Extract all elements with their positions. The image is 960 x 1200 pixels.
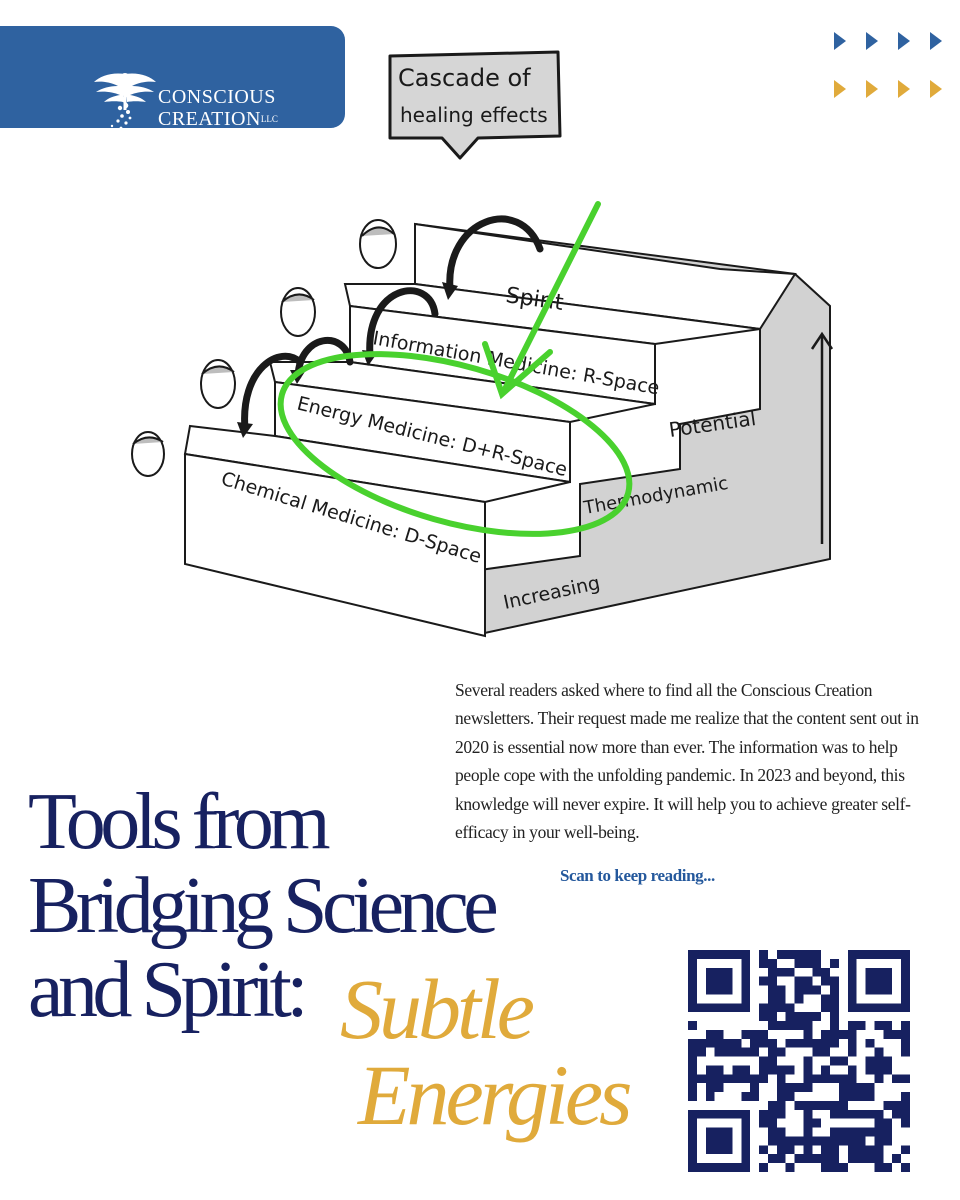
brand-name-line1: CONSCIOUS [158,86,276,108]
triangle-right-icon [898,80,910,98]
brand-suffix: LLC [260,114,278,124]
caduceus-logo-icon [94,73,156,139]
intro-paragraph: Several readers asked where to find all … [455,679,919,843]
qr-code-icon[interactable] [688,950,910,1172]
title-line1: Tools from [28,778,331,866]
curved-arrows [241,215,544,433]
healing-cascade-illustration: Cascade of healing effects Spirit Inform… [131,50,834,638]
climber-figures [131,219,397,477]
subtitle-line1: Subtle [340,961,535,1057]
brand-name: CONSCIOUS CREATIONLLC [158,86,278,130]
subtitle-line2: Energies [358,1047,633,1143]
callout-line2: healing effects [400,103,548,127]
brand-name-line2: CREATIONLLC [158,108,278,130]
page-title: Tools from Bridging Science and Spirit: [28,778,499,1034]
callout-line1: Cascade of [398,64,531,92]
triangle-right-icon [834,80,846,98]
callout-box: Cascade of healing effects [388,50,562,160]
title-line2: Bridging Science [28,862,499,950]
triangle-right-icon [930,32,942,50]
scan-cta[interactable]: Scan to keep reading... [560,866,715,885]
brand-header: CONSCIOUS CREATIONLLC [0,26,345,139]
page-subtitle: Subtle Energies [340,961,633,1143]
title-line3: and Spirit: [28,946,309,1034]
triangle-right-icon [898,32,910,50]
triangle-right-icon [866,32,878,50]
decorative-arrows [834,32,942,98]
triangle-right-icon [834,32,846,50]
triangle-right-icon [930,80,942,98]
triangle-right-icon [866,80,878,98]
green-highlight [277,201,633,537]
